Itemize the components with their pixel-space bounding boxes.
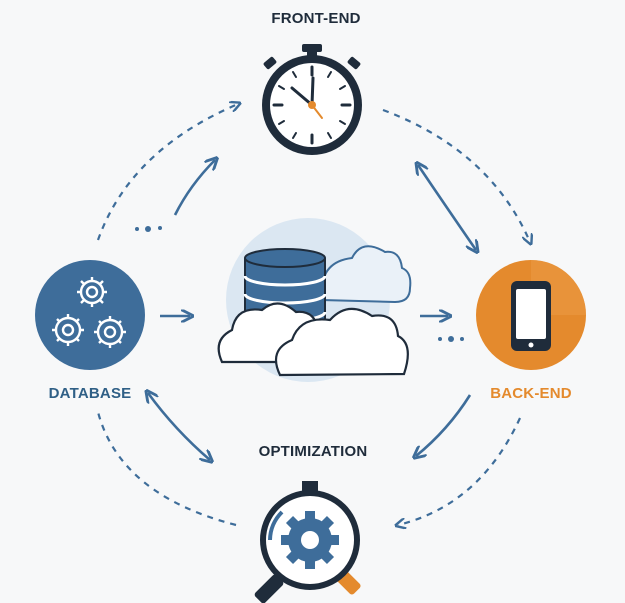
backend-label: BACK-END	[490, 385, 572, 402]
arrow-frontend-backend-bidirectional	[418, 165, 476, 250]
cycle-arrow-optimization-to-db	[96, 411, 237, 527]
gears-icon	[35, 260, 145, 370]
optimization-label: OPTIMIZATION	[258, 443, 368, 460]
gear-magnifier-icon	[254, 481, 361, 603]
dots-right	[438, 336, 464, 342]
frontend-label: FRONT-END	[271, 10, 361, 27]
dots-left	[135, 226, 162, 232]
cycle-arrow-backend-to-optimization	[398, 417, 521, 525]
stopwatch-icon	[262, 44, 362, 155]
cycle-arrow-frontend-to-backend	[382, 108, 530, 242]
database-label: DATABASE	[48, 385, 132, 402]
arrow-backend-to-optimization	[416, 394, 472, 456]
smartphone-icon	[476, 260, 586, 370]
arrow-db-optimization-bidirectional	[148, 393, 210, 460]
arrow-to-frontend	[173, 160, 215, 216]
database-cloud-icon	[217, 218, 412, 382]
cycle-arrow-db-to-frontend	[96, 104, 238, 241]
